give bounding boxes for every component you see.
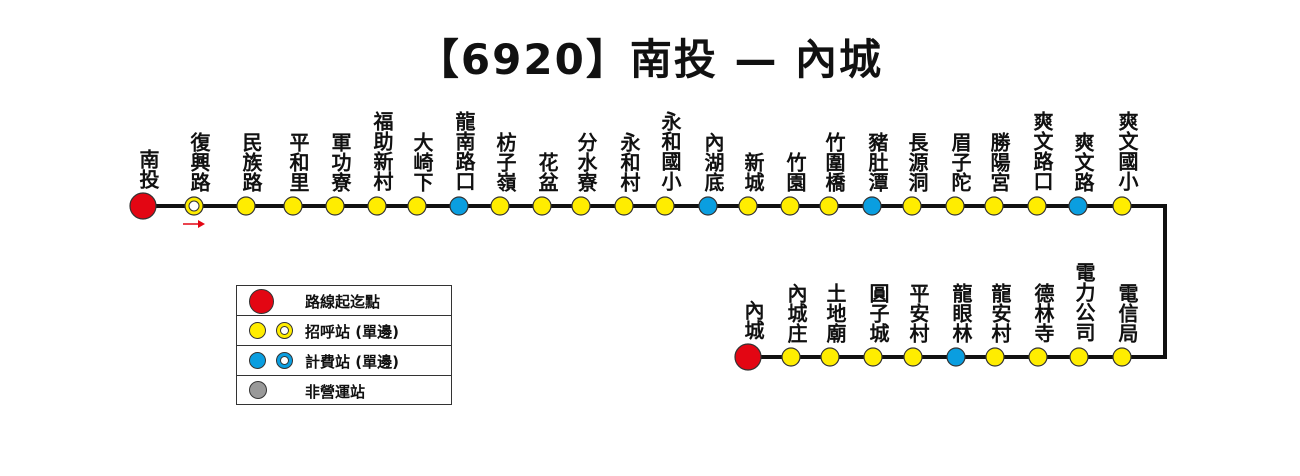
stop-label: 勝陽宮: [987, 131, 1011, 192]
stop-upper-12: [655, 196, 675, 216]
stop-label: 軍功寮: [328, 131, 352, 192]
nonservice-stop-icon: [249, 381, 267, 399]
stop-upper-11: [614, 196, 634, 216]
stop-label: 龍眼林: [949, 282, 973, 343]
stop-lower-0: [734, 343, 762, 371]
stop-label: 爽文路口: [1030, 111, 1054, 191]
stop-lower-4: [903, 347, 923, 367]
legend-row-nonservice: 非營運站: [237, 376, 451, 404]
stop-label: 土地廟: [823, 282, 847, 343]
stop-label: 內城: [741, 300, 765, 340]
legend-label: 路線起迄點: [305, 293, 381, 311]
stop-label: 大崎下: [410, 131, 434, 192]
stop-label: 花盆: [535, 152, 559, 192]
legend-label: 非營運站: [305, 383, 366, 401]
stop-label: 德林寺: [1031, 282, 1055, 343]
stop-label: 眉子陀: [948, 131, 972, 192]
legend-label: 計費站 (單邊): [305, 353, 399, 371]
stop-upper-23: [1112, 196, 1132, 216]
stop-upper-3: [283, 196, 303, 216]
stop-label: 豬肚潭: [865, 131, 889, 192]
stop-label: 福助新村: [370, 111, 394, 191]
stop-label: 電力公司: [1072, 262, 1096, 342]
stop-label: 電信局: [1115, 282, 1139, 343]
stop-lower-8: [1069, 347, 1089, 367]
stop-upper-6: [407, 196, 427, 216]
stop-label: 龍安村: [988, 282, 1012, 343]
stop-upper-7: [449, 196, 469, 216]
stop-upper-2: [236, 196, 256, 216]
stop-label: 內湖底: [701, 131, 725, 192]
stop-label: 平安村: [906, 282, 930, 343]
legend-row-request: 招呼站 (單邊): [237, 316, 451, 346]
request-stop-icon: [249, 322, 266, 339]
route-title: 【6920】南投 — 內城: [416, 35, 884, 84]
stop-label: 爽文國小: [1115, 111, 1139, 191]
fare-stop-icon: [249, 352, 266, 369]
stop-lower-1: [781, 347, 801, 367]
stop-upper-17: [862, 196, 882, 216]
stop-upper-18: [902, 196, 922, 216]
stops-layer: [129, 192, 1132, 371]
legend-label: 招呼站 (單邊): [305, 323, 399, 341]
legend: 路線起迄點 招呼站 (單邊) 計費站 (單邊) 非營運站: [236, 285, 452, 405]
stop-lower-3: [863, 347, 883, 367]
stop-label: 復興路: [187, 131, 211, 192]
stop-upper-21: [1027, 196, 1047, 216]
stop-label: 爽文路: [1071, 131, 1095, 192]
legend-row-fare: 計費站 (單邊): [237, 346, 451, 376]
stop-lower-7: [1028, 347, 1048, 367]
stop-lower-5: [946, 347, 966, 367]
stop-upper-20: [984, 196, 1004, 216]
stop-label: 竹園: [783, 152, 807, 192]
stop-label: 竹圍橋: [822, 131, 846, 192]
stop-upper-5: [367, 196, 387, 216]
stop-label: 新城: [741, 152, 765, 192]
stop-upper-22: [1068, 196, 1088, 216]
stop-upper-0: [129, 192, 157, 220]
stop-upper-14: [738, 196, 758, 216]
stop-upper-1: [184, 196, 204, 216]
stop-label: 永和國小: [658, 111, 682, 191]
stop-upper-8: [490, 196, 510, 216]
terminal-stop-icon: [249, 289, 274, 314]
stop-label: 平和里: [286, 131, 310, 192]
stop-label: 龍南路口: [452, 111, 476, 191]
stop-lower-6: [985, 347, 1005, 367]
stop-label: 長源洞: [905, 131, 929, 192]
stop-label: 南投: [136, 149, 160, 189]
direction-arrow-icon: [183, 220, 205, 228]
stop-label: 永和村: [617, 131, 641, 192]
fare-oneway-stop-icon: [276, 352, 293, 369]
legend-row-terminal: 路線起迄點: [237, 286, 451, 316]
stop-label: 民族路: [239, 131, 263, 192]
stop-label: 枋子嶺: [493, 131, 517, 192]
stop-upper-9: [532, 196, 552, 216]
stop-lower-2: [820, 347, 840, 367]
stop-label: 內城庄: [784, 282, 808, 343]
stop-label: 圓子城: [866, 282, 890, 343]
stop-upper-16: [819, 196, 839, 216]
stop-upper-10: [571, 196, 591, 216]
stop-label: 分水寮: [574, 131, 598, 192]
stop-upper-13: [698, 196, 718, 216]
request-oneway-stop-icon: [276, 322, 293, 339]
stop-upper-4: [325, 196, 345, 216]
stop-upper-15: [780, 196, 800, 216]
stop-lower-9: [1112, 347, 1132, 367]
stop-upper-19: [945, 196, 965, 216]
